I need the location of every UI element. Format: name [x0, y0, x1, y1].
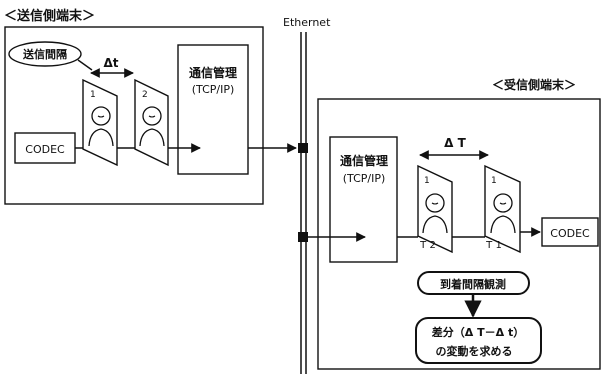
receiver-frame-number-2: 1: [491, 176, 497, 186]
sender-title: ＜送信側端末＞: [4, 8, 95, 24]
receiver-manager-line2: (TCP/IP): [343, 172, 386, 185]
send-interval-label: 送信間隔: [22, 47, 67, 61]
time-label-t1: T 1: [485, 240, 502, 251]
ethernet-label: Ethernet: [283, 16, 331, 29]
bubble-pointer: [78, 60, 92, 70]
sender-manager-box: [178, 45, 248, 174]
sender-frame-1: 1: [83, 80, 117, 165]
time-label-t2: T 2: [419, 240, 436, 251]
receiver-frame-number-1: 1: [424, 176, 430, 186]
arrival-interval-label: 到着間隔観測: [440, 277, 506, 291]
receiver-terminal: ＜受信側端末＞ 通信管理 (TCP/IP) Δ T 1 1 T 2 T 1 CO…: [306, 77, 600, 369]
receiver-codec-label: CODEC: [550, 227, 590, 240]
difference-line2: の変動を求める: [436, 344, 513, 358]
sender-frame-2: 2: [135, 80, 168, 165]
ethernet: Ethernet: [283, 16, 331, 374]
receiver-delta-label: Δ T: [444, 136, 466, 150]
receiver-manager-line1: 通信管理: [340, 153, 388, 168]
sender-manager-line1: 通信管理: [189, 65, 237, 80]
sender-codec-label: CODEC: [25, 143, 65, 156]
sender-frame-number-1: 1: [90, 90, 96, 100]
sender-frame-number-2: 2: [142, 90, 148, 100]
sender-terminal: ＜送信側端末＞ 送信間隔 Δt CODEC 1 2 通信管理 (TCP/IP): [4, 8, 296, 204]
difference-line1: 差分（Δ T－Δ t）: [432, 325, 524, 339]
sender-delta-label: Δt: [103, 56, 118, 70]
receiver-title: ＜受信側端末＞: [492, 77, 576, 92]
ethernet-tap-sender: [298, 143, 308, 153]
sender-manager-line2: (TCP/IP): [192, 83, 235, 96]
